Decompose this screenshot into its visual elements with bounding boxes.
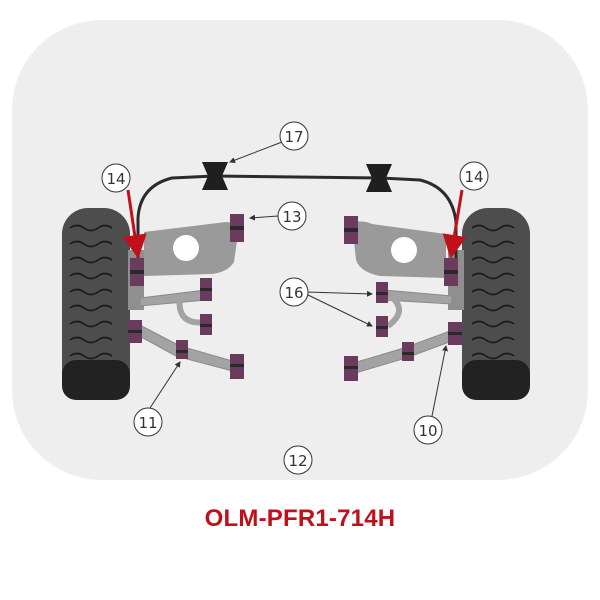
background-panel	[12, 20, 588, 480]
bush-14-right	[444, 258, 458, 286]
left-upper-arm	[144, 222, 238, 276]
part-code-title: OLM-PFR1-714H	[204, 505, 396, 532]
callout-14-left: 14	[101, 163, 131, 193]
callout-16-label: 16	[284, 284, 303, 302]
bush-14-left	[130, 258, 144, 286]
leader-17	[229, 141, 283, 164]
red-arrow-right	[442, 189, 467, 259]
bush-17-right	[366, 164, 392, 192]
callout-10-label: 10	[418, 422, 437, 440]
callout-16: 16	[279, 277, 309, 307]
callout-14-right-label: 14	[464, 168, 483, 186]
callout-13-label: 13	[282, 208, 301, 226]
callout-10: 10	[413, 415, 443, 445]
callout-12: 12	[283, 445, 313, 475]
callout-13: 13	[277, 201, 307, 231]
bush-11-group	[128, 320, 244, 379]
callout-17: 17	[279, 121, 309, 151]
callout-11: 11	[133, 407, 163, 437]
bush-13	[230, 214, 244, 242]
callout-14-right: 14	[459, 161, 489, 191]
bush-10-group	[344, 322, 462, 381]
callout-12-label: 12	[288, 452, 307, 470]
bush-17-left	[202, 162, 228, 190]
leader-11	[149, 361, 181, 409]
leader-16a	[305, 290, 373, 297]
callout-14-left-label: 14	[106, 170, 125, 188]
bush-13-right	[344, 216, 358, 244]
right-tyre	[462, 208, 530, 400]
right-upper-arm	[352, 221, 446, 278]
anti-roll-bar	[136, 174, 458, 262]
bush-16-right-pair	[376, 282, 388, 337]
left-tyre	[62, 208, 130, 400]
leader-16b	[305, 293, 373, 327]
leader-10	[431, 345, 448, 417]
bush-16-left-pair	[200, 278, 212, 335]
red-arrow-left	[122, 189, 147, 259]
callout-17-label: 17	[284, 128, 303, 146]
leader-13	[249, 214, 279, 221]
callout-11-label: 11	[138, 414, 157, 432]
